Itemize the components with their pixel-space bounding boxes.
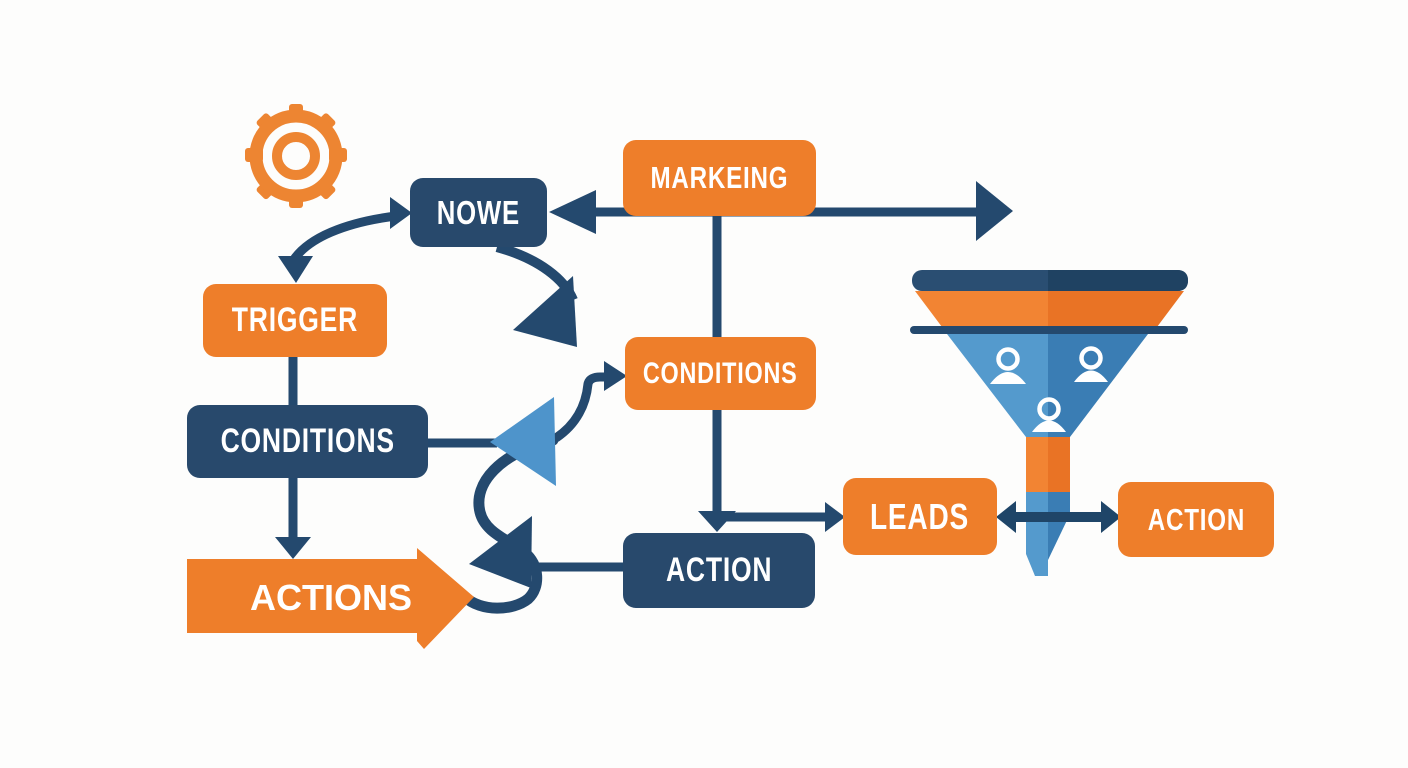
arrowhead-right-end-icon (976, 181, 1013, 241)
gear-icon (245, 104, 347, 208)
node-conditions-mid: CONDITIONS (625, 337, 816, 410)
node-nowe-label: NOWE (436, 193, 521, 231)
arrowhead-into-actions-icon (275, 537, 311, 559)
curve-nowe-to-trigger (287, 211, 397, 267)
arrowhead-into-conditions-mid-icon (604, 361, 627, 391)
big-arrowhead-lower-icon (469, 516, 532, 588)
node-leads-label: LEADS (870, 495, 970, 537)
node-marketing-label: MARKEING (650, 160, 789, 195)
node-leads: LEADS (843, 478, 997, 555)
funnel-icon (910, 270, 1188, 576)
node-actions-banner: ACTIONS (187, 548, 474, 649)
node-trigger: TRIGGER (203, 284, 387, 357)
arrowhead-right-icon (1101, 501, 1121, 533)
curve-to-conditions-mid (553, 372, 607, 442)
node-marketing: MARKEING (623, 140, 816, 216)
arrowhead-left-icon (996, 501, 1016, 533)
person-icon (990, 347, 1026, 384)
arrowhead-into-trigger-icon (278, 256, 313, 283)
node-action-mid: ACTION (623, 533, 815, 608)
node-conditions-mid-label: CONDITIONS (643, 356, 798, 390)
double-arrow-leads-action (996, 501, 1121, 533)
steel-blue-arrowhead-icon (490, 397, 556, 486)
arrowhead-into-nowe-right-icon (549, 190, 596, 234)
node-conditions-left-label: CONDITIONS (220, 422, 395, 460)
node-trigger-label: TRIGGER (231, 301, 359, 339)
node-action-right-label: ACTION (1147, 501, 1245, 537)
big-arrowhead-upper-icon (513, 276, 577, 347)
arrowhead-into-nowe-left-icon (390, 197, 412, 229)
person-icon (1074, 346, 1108, 382)
node-action-mid-label: ACTION (665, 551, 773, 589)
node-conditions-left: CONDITIONS (187, 405, 428, 478)
person-icon (1032, 397, 1066, 432)
node-nowe: NOWE (410, 178, 547, 247)
node-action-right: ACTION (1118, 482, 1274, 557)
node-actions-label: ACTIONS (250, 576, 412, 618)
arrowhead-into-leads-icon (825, 502, 845, 532)
